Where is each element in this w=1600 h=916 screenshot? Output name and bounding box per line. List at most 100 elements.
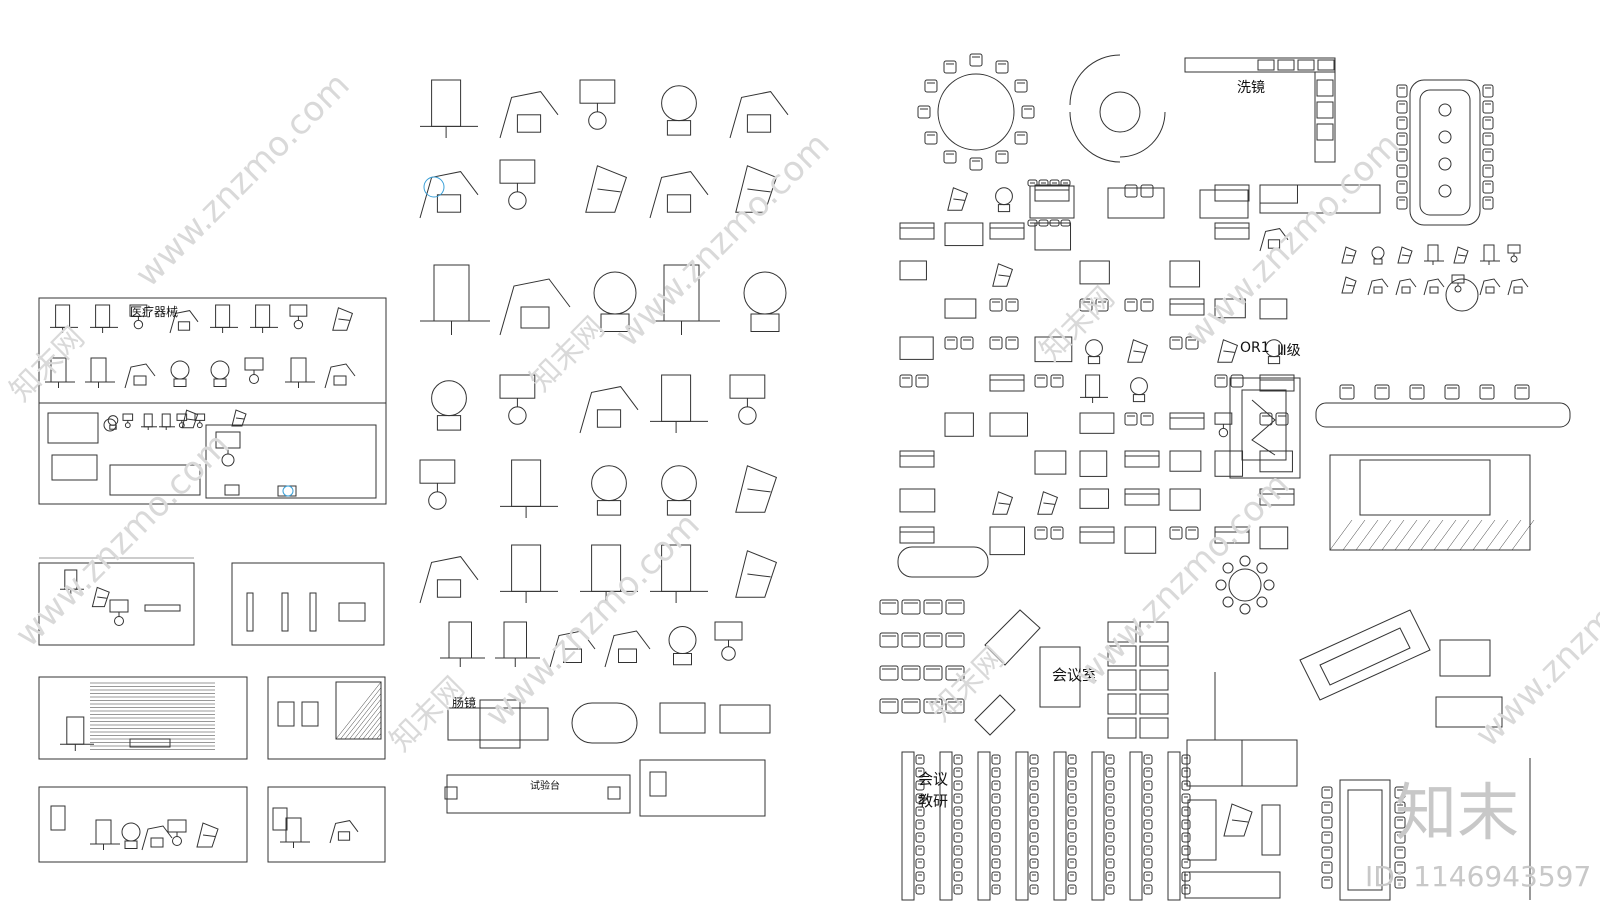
window (50, 805, 66, 831)
theater-chair (923, 632, 943, 648)
dental-unit-icon (170, 360, 190, 380)
curved-sofa (1119, 111, 1166, 158)
cabinet (1261, 804, 1281, 856)
desk (659, 702, 706, 734)
theater-chair (945, 665, 965, 681)
window (272, 807, 288, 831)
classroom-chair (1029, 806, 1039, 817)
chair (943, 150, 957, 164)
chair (1396, 84, 1408, 98)
theater-chair (879, 599, 899, 615)
armchair (1169, 336, 1183, 350)
medical-equipment-icon (516, 114, 542, 133)
bench (639, 759, 766, 817)
medical-equipment-icon (661, 544, 692, 592)
hatch-line (1381, 519, 1405, 551)
operating-room-lines (1251, 399, 1276, 456)
furniture-block (1214, 450, 1244, 477)
furniture-icon (995, 187, 1013, 206)
classroom-chair (1181, 858, 1191, 869)
medical-equipment-icon (499, 278, 571, 336)
bathroom-fixture-icon (1454, 285, 1462, 293)
classroom-chair (953, 871, 963, 882)
hatch-line (1485, 519, 1509, 551)
workstation-icon (109, 424, 117, 430)
medical-equipment-icon (585, 165, 628, 213)
armchair (1050, 526, 1064, 540)
medical-equipment-icon (591, 544, 622, 592)
chair (1482, 116, 1494, 130)
chair (995, 150, 1009, 164)
conference-table-inner (1347, 789, 1383, 891)
bathroom-fixture-icon (1423, 278, 1445, 296)
sink (1316, 101, 1334, 119)
sofa (1214, 526, 1250, 544)
theater-chair (945, 632, 965, 648)
classroom-chair (1181, 793, 1191, 804)
classroom-chair (991, 793, 1001, 804)
dental-unit-icon (213, 378, 227, 387)
hatch-line (1459, 519, 1483, 551)
chair (1396, 100, 1408, 114)
classroom-chair (991, 858, 1001, 869)
dental-unit-icon (95, 304, 111, 328)
chair (1321, 876, 1333, 889)
dental-chair-icon (114, 616, 124, 626)
label-endoscope: 肠镜 (452, 696, 477, 710)
dental-chair-icon (91, 586, 110, 608)
chair (1038, 179, 1049, 187)
dental-unit-icon (249, 374, 259, 384)
classroom-chair (1029, 832, 1039, 843)
sofa (899, 526, 935, 544)
armchair (1079, 298, 1093, 312)
classroom-chair (1029, 793, 1039, 804)
hatch-line (335, 681, 382, 740)
chair (995, 60, 1009, 74)
furniture-icon (998, 274, 1010, 277)
classroom-chair (1143, 819, 1153, 830)
furniture-icon (1133, 350, 1145, 353)
theater-chair (923, 698, 943, 714)
classroom-chair (1143, 884, 1153, 895)
workstation (1107, 645, 1137, 667)
chair (1222, 596, 1234, 608)
medical-equipment-icon (666, 194, 692, 213)
dental-unit-icon (177, 321, 191, 331)
dental-unit-icon (133, 375, 147, 386)
classroom-chair (915, 767, 925, 778)
furniture-block (1259, 526, 1289, 550)
chair (1374, 384, 1390, 400)
medical-equipment-icon (433, 264, 470, 322)
classroom-chair (1105, 871, 1115, 882)
chair (1394, 876, 1406, 889)
theater-chair (945, 599, 965, 615)
hatch-line (1329, 519, 1353, 551)
dental-chair-icon (66, 716, 85, 745)
furniture-block (1034, 336, 1073, 363)
furniture-icon (1037, 491, 1059, 515)
sofa (1259, 488, 1295, 506)
exam-unit (1187, 799, 1217, 861)
chair (943, 60, 957, 74)
sofa (1214, 184, 1250, 202)
furniture-block (1034, 450, 1067, 475)
workstation (1107, 669, 1137, 691)
counter (129, 738, 171, 748)
light-fixture (281, 592, 289, 632)
medical-equipment-icon (663, 264, 700, 322)
classroom-chair (915, 858, 925, 869)
classroom-chair (1067, 819, 1077, 830)
armchair (1140, 184, 1154, 198)
medical-equipment-icon (661, 465, 697, 502)
armchair (1034, 374, 1048, 388)
classroom-chair (1181, 754, 1191, 765)
dental-unit-icon (50, 357, 67, 383)
medical-equipment-icon (419, 171, 479, 219)
classroom-chair (991, 754, 1001, 765)
medical-equipment-icon (499, 374, 536, 399)
hatch-line (1394, 519, 1418, 551)
small-equipment-icon (549, 630, 596, 668)
dental-room-plan (205, 424, 377, 499)
sofa (1124, 488, 1160, 506)
dental-chair-icon (97, 596, 107, 599)
